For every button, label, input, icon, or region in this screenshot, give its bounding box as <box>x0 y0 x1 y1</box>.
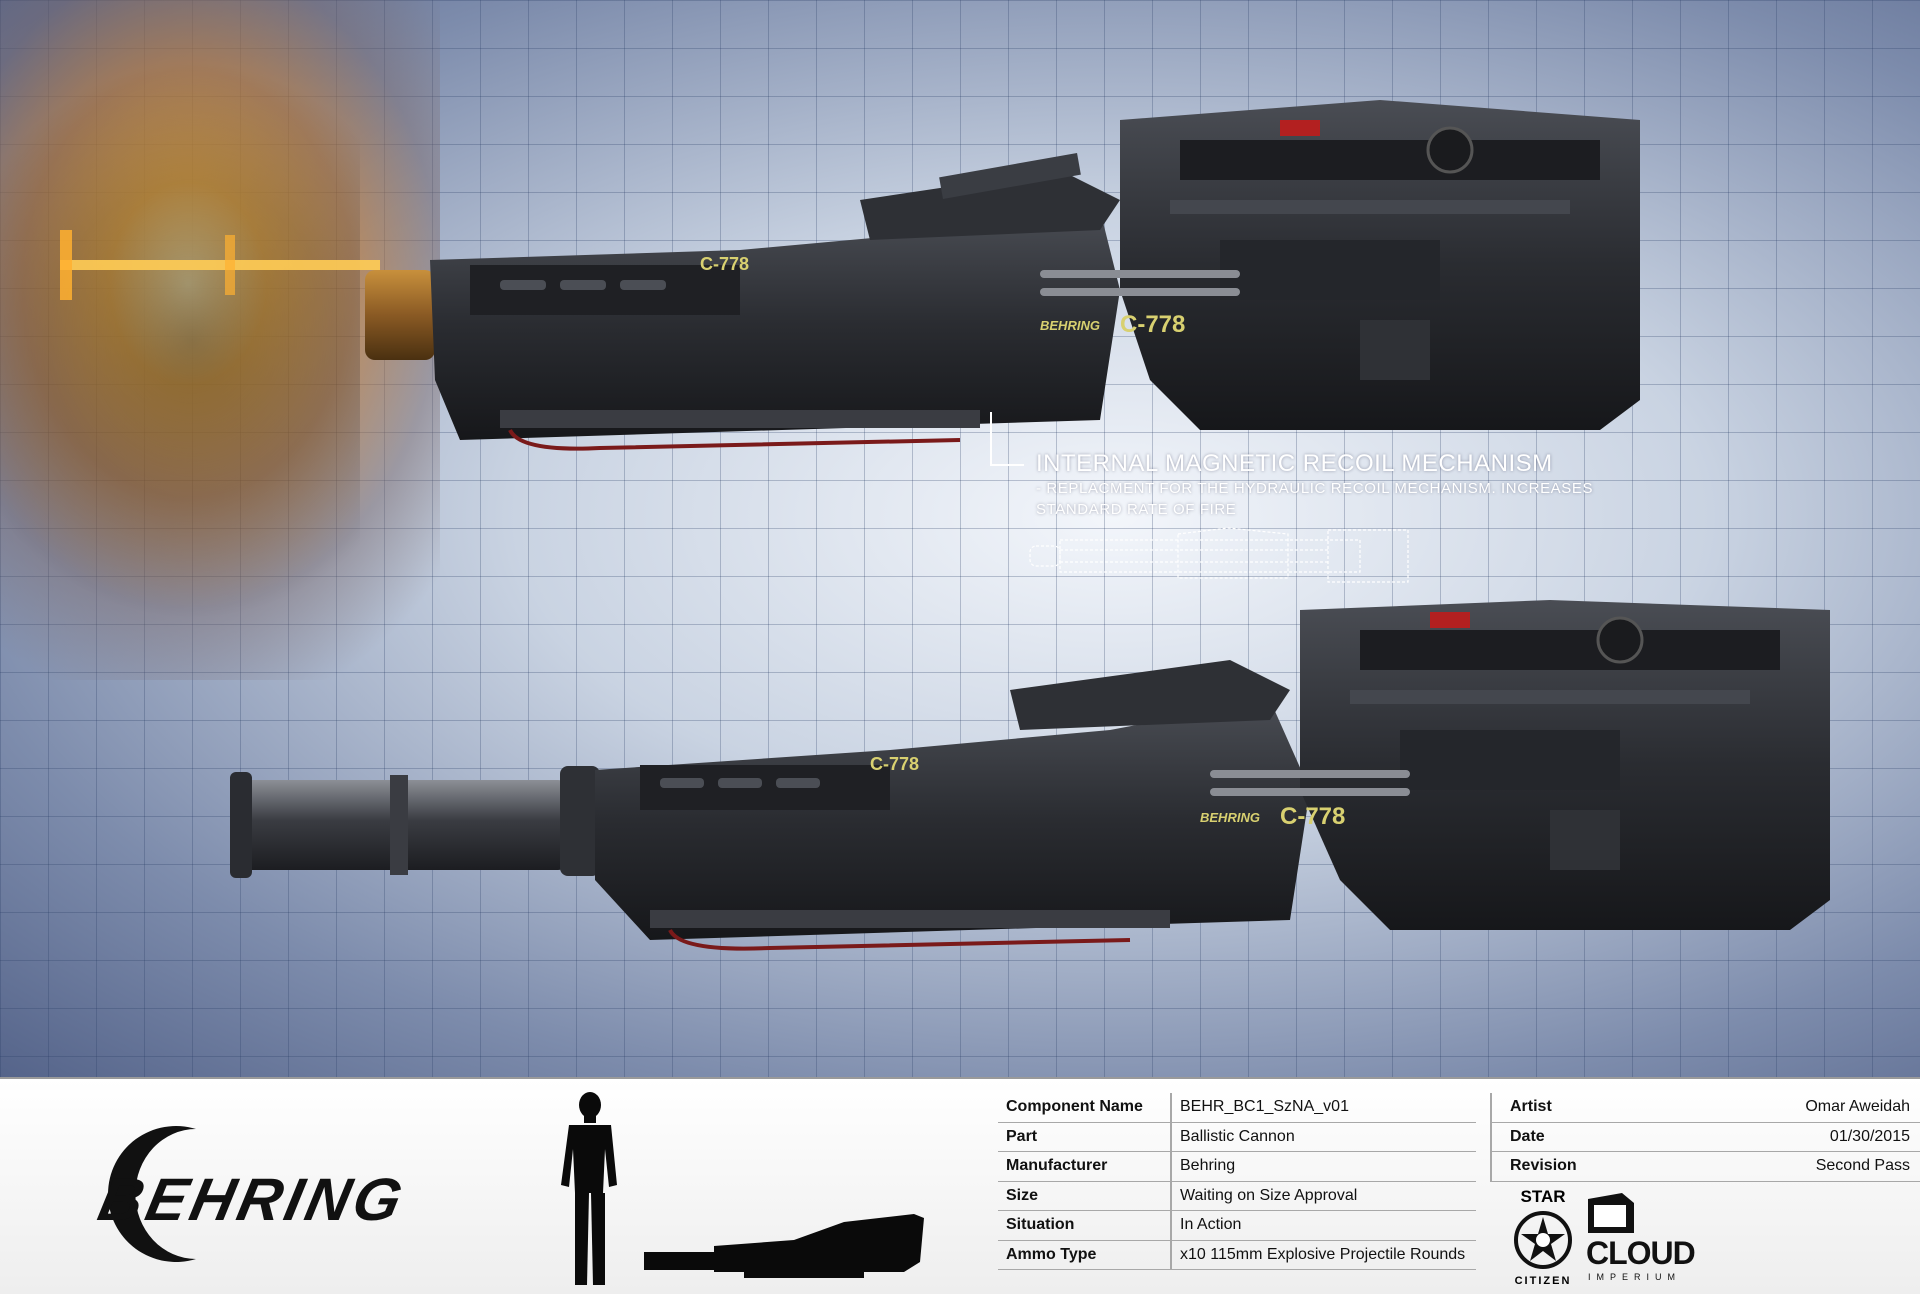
spec-label: Ammo Type <box>998 1240 1171 1270</box>
recoil-mechanism-blueprint <box>1029 527 1409 583</box>
spec-value: In Action <box>1170 1210 1476 1241</box>
title-block: BEHRING Component Name BEHR_BC1_SzNA_v01… <box>0 1077 1920 1294</box>
spec-row-ammo-type: Ammo Type x10 115mm Explosive Projectile… <box>998 1240 1476 1270</box>
spec-label: Size <box>998 1181 1171 1211</box>
spec-row-date: Date 01/30/2015 <box>1490 1122 1920 1152</box>
cannon-firing-render: C-778 BEHRING C-778 <box>60 100 1640 451</box>
spec-value: x10 115mm Explosive Projectile Rounds <box>1170 1240 1476 1270</box>
star-citizen-logo-top: STAR <box>1520 1187 1566 1206</box>
model-marking-bottom: C-778 <box>870 754 919 774</box>
spec-value: Omar Aweidah <box>1680 1093 1920 1123</box>
brand-marking-bottom: BEHRING <box>1200 810 1260 825</box>
spec-table-left: Component Name BEHR_BC1_SzNA_v01 Part Ba… <box>998 1093 1476 1270</box>
spec-label: Date <box>1490 1122 1681 1152</box>
spec-label: Artist <box>1490 1093 1681 1123</box>
spec-label: Revision <box>1490 1151 1681 1182</box>
cannon-idle-render: C-778 BEHRING C-778 <box>230 600 1830 951</box>
concept-art-area: C-778 BEHRING C-778 INTERNAL MAGNETIC RE… <box>0 0 1920 1077</box>
spec-label: Manufacturer <box>998 1151 1171 1182</box>
star-citizen-logo-bottom: CITIZEN <box>1514 1275 1572 1287</box>
model-marking-top: C-778 <box>700 254 749 274</box>
spec-value: Behring <box>1170 1151 1476 1182</box>
spec-row-revision: Revision Second Pass <box>1490 1151 1920 1182</box>
spec-label: Situation <box>998 1210 1171 1241</box>
cloud-imperium-logo: CLOUD IMPERIUM <box>1586 1189 1702 1289</box>
cloud-logo-subtitle: IMPERIUM <box>1588 1272 1681 1282</box>
spec-value: Ballistic Cannon <box>1170 1122 1476 1152</box>
muzzle-smoke-shadow <box>0 60 360 620</box>
cloud-logo-word: CLOUD <box>1586 1235 1696 1271</box>
spec-label: Component Name <box>998 1093 1171 1123</box>
brand-marking-top: BEHRING <box>1040 318 1100 333</box>
star-emblem-icon <box>1514 1211 1572 1269</box>
spec-row-size: Size Waiting on Size Approval <box>998 1181 1476 1211</box>
spec-row-artist: Artist Omar Aweidah <box>1490 1093 1920 1123</box>
spec-row-component-name: Component Name BEHR_BC1_SzNA_v01 <box>998 1093 1476 1123</box>
spec-value: Waiting on Size Approval <box>1170 1181 1476 1211</box>
human-scale-silhouette-icon <box>561 1092 617 1285</box>
callout-title: INTERNAL MAGNETIC RECOIL MECHANISM <box>1036 450 1553 477</box>
spec-row-part: Part Ballistic Cannon <box>998 1122 1476 1152</box>
brand-wordmark: BEHRING <box>92 1166 412 1233</box>
cannon-scale-silhouette-icon <box>644 1214 924 1278</box>
spec-value: 01/30/2015 <box>1680 1122 1920 1152</box>
spec-table-right: Artist Omar Aweidah Date 01/30/2015 Revi… <box>1490 1093 1920 1182</box>
spec-row-situation: Situation In Action <box>998 1210 1476 1241</box>
model-marking-bottom-large: C-778 <box>1280 803 1345 830</box>
spec-row-manufacturer: Manufacturer Behring <box>998 1151 1476 1182</box>
callout-description: - REPLACMENT FOR THE HYDRAULIC RECOIL ME… <box>1036 480 1594 518</box>
model-marking-top-large: C-778 <box>1120 311 1185 338</box>
star-citizen-logo: STAR CITIZEN <box>1500 1187 1586 1291</box>
spec-value: Second Pass <box>1680 1151 1920 1182</box>
behring-logo-icon <box>108 1126 196 1262</box>
spec-value: BEHR_BC1_SzNA_v01 <box>1170 1093 1476 1123</box>
spec-label: Part <box>998 1122 1171 1152</box>
cloud-imperium-mark-icon <box>1588 1193 1634 1233</box>
callout-leader-line <box>990 412 1024 466</box>
